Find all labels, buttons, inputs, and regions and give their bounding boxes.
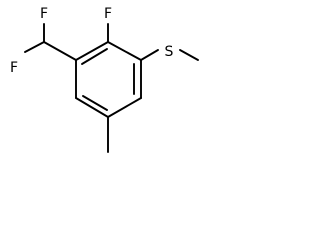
ring-bond-c5-c6: [75, 97, 109, 118]
ring-bond-c2-c3: [107, 41, 142, 61]
sulfur-label: S: [165, 44, 174, 60]
ring-double-bond-c1-c2: [81, 48, 108, 65]
bond-s-ch3: [179, 49, 199, 61]
atom-labels: F F F S: [10, 6, 174, 76]
ring-double-bond-c5-c6: [82, 95, 108, 111]
ring-bond-c1-c2: [75, 41, 109, 61]
fluorine-label-difluoromethyl-top: F: [40, 6, 48, 22]
bond-chf2-f-left: [24, 41, 45, 53]
fluorine-label-difluoromethyl-left: F: [10, 60, 18, 76]
bond-c1-chf2: [43, 41, 77, 61]
fluorine-label-ring: F: [104, 6, 112, 22]
ring-bond-c4-c5: [107, 97, 142, 118]
bonds: [24, 23, 199, 153]
bond-c3-s: [140, 49, 159, 61]
chemical-structure-diagram: F F F S: [10, 6, 199, 153]
